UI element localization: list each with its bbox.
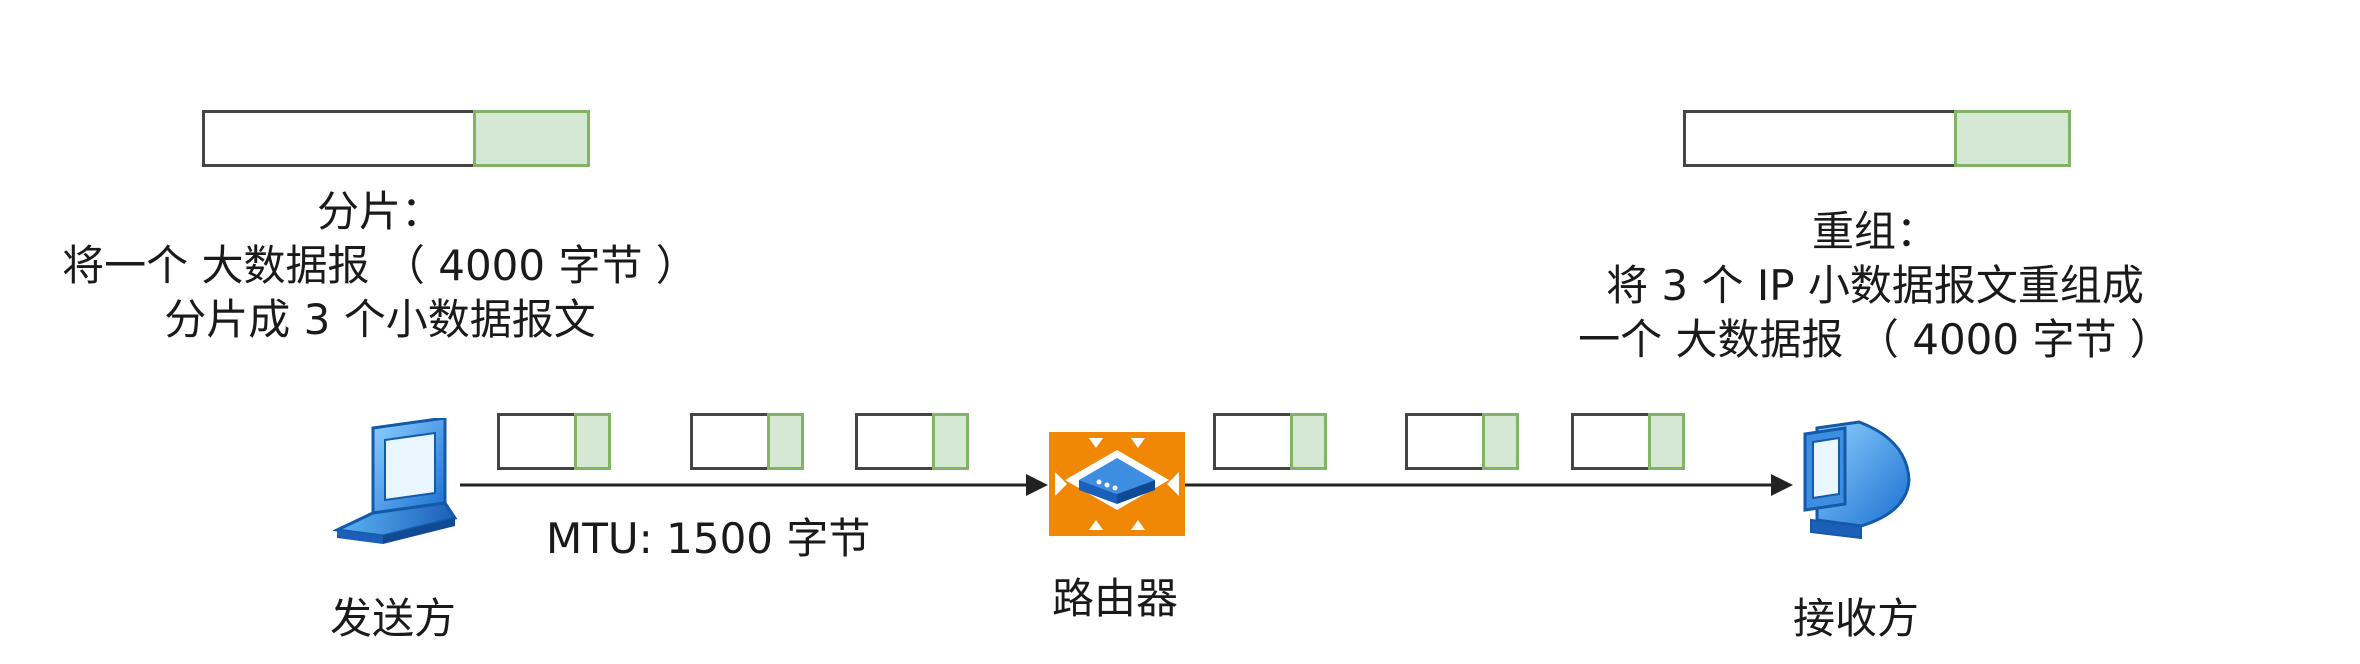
datagram-payload [202, 110, 476, 167]
fragment-payload [1405, 413, 1485, 470]
fragment-header [574, 413, 611, 470]
fragment-3 [855, 413, 969, 470]
fragmentation-title: 分片： [316, 187, 443, 236]
reassembly-title: 重组： [1811, 207, 1938, 256]
arrowhead-router [1026, 474, 1048, 496]
laptop-icon [333, 418, 458, 544]
reassembly-line-2: 一个 大数据报 （ 4000 字节 ） [1578, 315, 2172, 364]
fragmentation-line-2: 分片成 3 个小数据报文 [164, 295, 596, 344]
fragment-2 [690, 413, 804, 470]
sender-label: 发送方 [330, 594, 457, 643]
fragmentation-line-1: 将一个 大数据报 （ 4000 字节 ） [62, 241, 698, 290]
fragment-header [1290, 413, 1327, 470]
fragment-header [767, 413, 804, 470]
fragmentation-caption: 分片： 将一个 大数据报 （ 4000 字节 ） 分片成 3 个小数据报文 [60, 185, 700, 347]
fragment-header [932, 413, 969, 470]
desktop-computer-icon [1803, 420, 1911, 540]
fragment-6 [1571, 413, 1685, 470]
arrowhead-receiver [1771, 474, 1793, 496]
fragment-header [1648, 413, 1685, 470]
fragment-4 [1213, 413, 1327, 470]
large-datagram-left [202, 110, 590, 167]
fragment-payload [1571, 413, 1651, 470]
router-label: 路由器 [1052, 574, 1179, 623]
reassembly-line-1: 将 3 个 IP 小数据报文重组成 [1606, 261, 2144, 310]
datagram-header [473, 110, 590, 167]
large-datagram-right [1683, 110, 2071, 167]
fragment-5 [1405, 413, 1519, 470]
receiver-label: 接收方 [1793, 594, 1920, 643]
mtu-label: MTU: 1500 字节 [546, 514, 871, 563]
datagram-payload [1683, 110, 1957, 167]
reassembly-caption: 重组： 将 3 个 IP 小数据报文重组成 一个 大数据报 （ 4000 字节 … [1555, 205, 2195, 367]
fragment-header [1482, 413, 1519, 470]
fragment-1 [497, 413, 611, 470]
router-icon [1049, 432, 1185, 536]
datagram-header [1954, 110, 2071, 167]
